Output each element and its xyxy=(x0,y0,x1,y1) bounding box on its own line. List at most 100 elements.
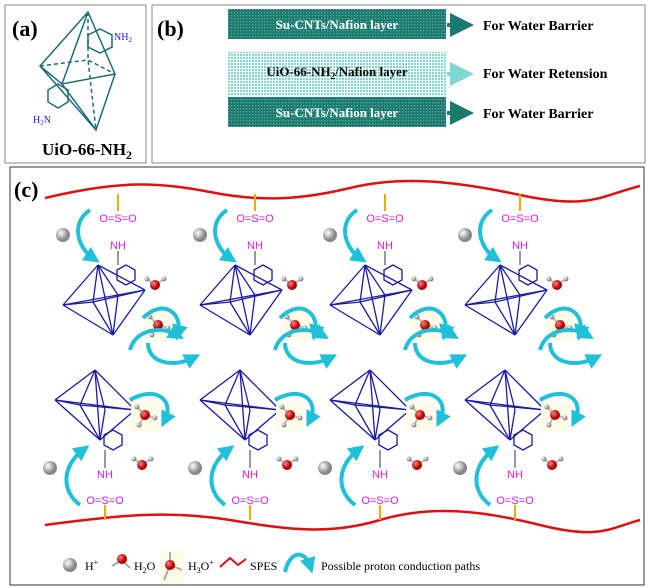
benzene-ring-icon xyxy=(248,429,268,451)
mof-edge xyxy=(364,264,386,296)
benzene-ring-icon xyxy=(378,429,398,451)
mof-edge xyxy=(509,409,516,441)
svg-text:H2O: H2O xyxy=(134,559,156,575)
mof-edge xyxy=(504,369,546,411)
panel-b-frame xyxy=(151,4,646,164)
sulfonyl-label: O=S=O xyxy=(496,495,534,507)
mof-edge xyxy=(62,289,146,306)
mof-edge xyxy=(234,264,251,336)
mof-edge xyxy=(354,369,371,406)
mof-edge xyxy=(99,409,106,441)
layer-role: For Water Retension xyxy=(483,67,608,82)
proton-path-icon xyxy=(538,392,586,428)
hydronium-icon xyxy=(131,401,159,431)
svg-text:Su-CNTs/Nafion layer: Su-CNTs/Nafion layer xyxy=(276,17,399,32)
sulfonyl-label: O=S=O xyxy=(86,495,124,507)
mof-edge xyxy=(224,369,241,406)
hydronium-icon xyxy=(160,550,184,584)
layer-0: Su-CNTs/Nafion layer For Water Barrier xyxy=(228,9,593,39)
layer-role: For Water Barrier xyxy=(483,107,593,122)
hydronium-icon xyxy=(406,401,434,431)
panel-c: (c) O=S=ONHO=S=ONHO=S=ONHO=S=ONHO=S=ONHO… xyxy=(9,166,645,586)
mof-edge xyxy=(224,404,246,441)
proton-path-icon xyxy=(213,208,237,263)
mof-edge xyxy=(329,304,381,336)
sulfonyl-label: O=S=O xyxy=(99,213,137,225)
amine-label: NH xyxy=(372,469,388,481)
mof-edge xyxy=(369,369,381,411)
proton-path-icon xyxy=(128,324,184,351)
mof-edge xyxy=(329,289,413,306)
panel-a-caption: UiO-66-NH xyxy=(42,140,126,159)
mof-edge xyxy=(489,404,511,441)
h-plus-icon xyxy=(318,461,332,475)
mof-edge xyxy=(199,289,283,306)
mof-unit: O=S=ONH xyxy=(43,324,184,520)
layer-role: For Water Barrier xyxy=(483,19,593,34)
mof-edge xyxy=(199,399,281,411)
water-icon xyxy=(281,276,304,290)
mof-edge xyxy=(234,264,256,296)
sulfonyl-label: O=S=O xyxy=(236,213,274,225)
mof-edge xyxy=(62,264,99,306)
panel-c-label: (c) xyxy=(14,177,38,202)
mof-edge xyxy=(97,264,119,296)
water-icon xyxy=(276,456,299,470)
proton-path-icon xyxy=(343,208,367,263)
svg-text:Possible proton conduction pat: Possible proton conduction paths xyxy=(321,559,480,573)
h-plus-icon xyxy=(458,228,472,242)
mof-edge xyxy=(97,264,146,291)
panel-c-frame xyxy=(9,166,645,586)
svg-text:H3O+: H3O+ xyxy=(188,558,214,575)
svg-text:H+: H+ xyxy=(85,558,99,573)
mof-edge xyxy=(244,409,251,441)
mof-edge xyxy=(62,304,114,336)
mof-edge xyxy=(112,294,119,336)
mof-unit: O=S=O NH xyxy=(193,194,338,369)
mof-edge xyxy=(464,369,506,401)
mof-edge xyxy=(199,399,246,441)
mof-edge xyxy=(94,369,106,411)
mof-edge xyxy=(464,399,511,441)
mof-edge xyxy=(489,369,506,406)
sulfonyl-label: O=S=O xyxy=(501,213,539,225)
mof-edge xyxy=(54,399,101,441)
water-icon xyxy=(546,276,569,290)
mof-edge xyxy=(244,409,281,441)
mof-unit: O=S=ONH xyxy=(453,324,594,520)
mof-edge xyxy=(329,399,411,411)
svg-text:Su-CNTs/Nafion layer: Su-CNTs/Nafion layer xyxy=(276,105,399,120)
proton-path-icon xyxy=(403,392,451,428)
proton-path-icon xyxy=(146,342,201,369)
proton-path-icon xyxy=(548,342,603,369)
mof-edge xyxy=(494,264,501,303)
layer-2: Su-CNTs/Nafion layer For Water Barrier xyxy=(228,97,593,127)
mof-edge xyxy=(79,369,96,406)
mof-edge xyxy=(329,264,366,306)
amine-label: NH xyxy=(110,240,126,252)
mof-edge xyxy=(92,264,99,303)
mof-edge xyxy=(374,409,411,441)
legend: H+ H2O H3O+ SPES Possible proton conduct… xyxy=(63,550,480,584)
water-icon xyxy=(411,276,434,290)
mof-edge xyxy=(329,369,371,401)
layer-label: Su-CNTs/Nafion layer xyxy=(276,105,399,120)
h-plus-icon xyxy=(56,228,70,242)
mof-unit: O=S=O NH xyxy=(458,194,603,369)
mof-edge xyxy=(329,399,376,441)
amine-label: NH xyxy=(247,240,263,252)
mof-edge xyxy=(239,369,281,411)
h-plus-icon xyxy=(43,461,57,475)
mof-edge xyxy=(494,301,516,336)
mof-edge xyxy=(369,369,411,411)
barrier-layer xyxy=(228,9,446,39)
octahedron-icon xyxy=(39,10,116,132)
mof-edge xyxy=(79,404,101,441)
spes-chain-bottom xyxy=(44,509,641,534)
mof-edge xyxy=(504,369,516,411)
amine-label: NH xyxy=(512,240,528,252)
mof-unit: O=S=ONH xyxy=(188,324,329,520)
